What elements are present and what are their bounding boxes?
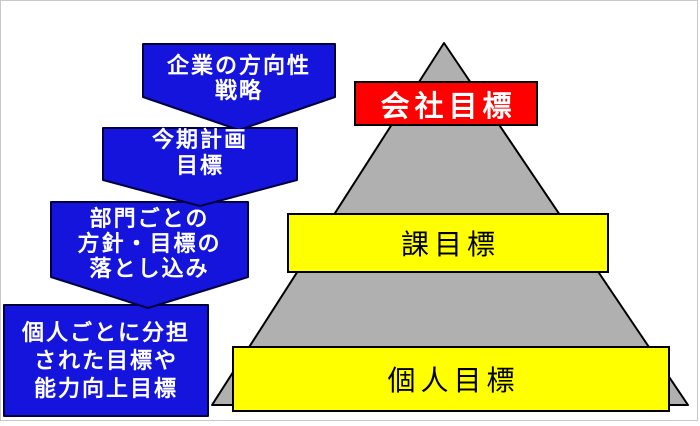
pyramid-level-company-goal: 会社目標 xyxy=(354,81,538,126)
flow-step-2-shape xyxy=(102,127,298,207)
individual-goal-label: 個人目標 xyxy=(387,365,520,396)
company-goal-label: 会社目標 xyxy=(380,90,517,123)
flow-step-4-shape xyxy=(3,304,209,417)
section-goal-label: 課目標 xyxy=(400,229,500,260)
pyramid-level-section-goal: 課目標 xyxy=(287,213,609,273)
flow-step-1-shape xyxy=(142,43,336,131)
flow-step-3-shape xyxy=(50,201,249,309)
pyramid-level-individual-goal: 個人目標 xyxy=(232,346,670,412)
